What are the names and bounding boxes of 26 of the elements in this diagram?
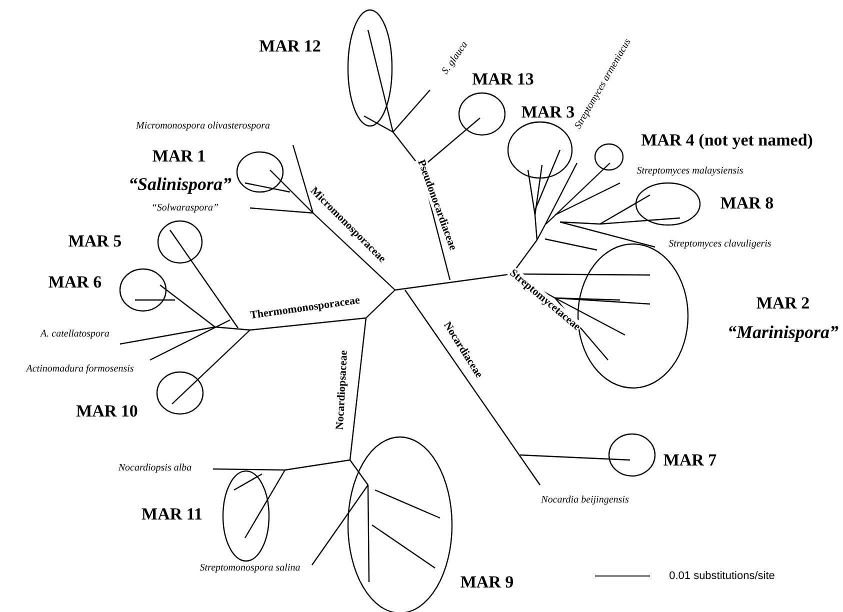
family-label: Nocardiopsaceae <box>334 349 350 431</box>
clade-label: MAR 4 (not yet named) <box>641 132 813 150</box>
species-label: Nocardia beijingensis <box>541 494 629 506</box>
clade-label: MAR 9 <box>460 574 514 592</box>
species-label: Micromonospora olivasterospora <box>136 120 270 132</box>
clade-label: MAR 3 <box>521 104 575 122</box>
species-label: Streptomonospora salina <box>200 562 300 574</box>
clade-label: MAR 6 <box>48 274 102 292</box>
clade-label: MAR 7 <box>663 452 717 470</box>
species-label: Actinomadura formosensis <box>26 364 134 374</box>
genus-label: “Marinispora” <box>727 323 839 343</box>
species-label: Streptomyces clavuligeris <box>668 238 772 250</box>
scale-label: 0.01 substitutions/site <box>669 570 775 582</box>
species-label: Streptomyces malaysiensis <box>636 166 744 176</box>
species-label: Nocardiopsis alba <box>118 462 192 474</box>
clade-label: MAR 10 <box>76 402 138 422</box>
clade-label: MAR 11 <box>142 506 202 524</box>
clade-label: MAR 13 <box>472 70 534 90</box>
genus-label: “Salinispora” <box>128 175 232 195</box>
clade-label: MAR 1 <box>152 148 206 166</box>
species-label: A. catellatospora <box>40 328 110 340</box>
clade-label: MAR 8 <box>720 194 774 214</box>
clade-label: MAR 2 <box>756 294 810 314</box>
clade-label: MAR 12 <box>259 38 321 56</box>
clade-label: MAR 5 <box>68 232 122 252</box>
species-label: “Solwaraspora” <box>151 202 219 214</box>
